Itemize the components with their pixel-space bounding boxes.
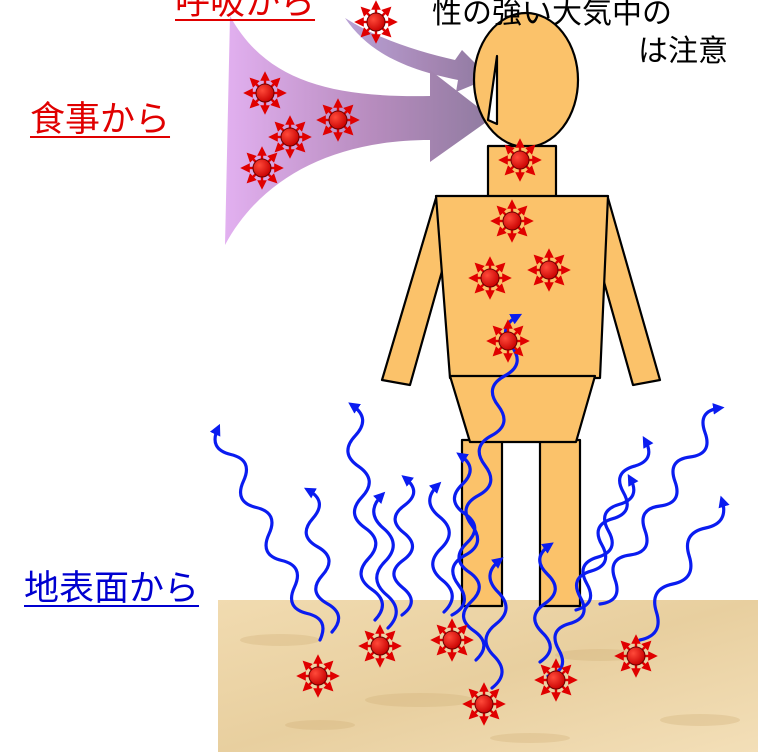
note-line-1: 性の強い大気中の (432, 0, 672, 32)
radioactive-particle (248, 76, 282, 110)
radioactive-particle (359, 5, 393, 39)
ground-ray (394, 478, 414, 615)
radioactive-particle (435, 623, 469, 657)
ground-surface (218, 600, 758, 752)
radioactive-particle (467, 687, 501, 721)
radioactive-particle (491, 324, 525, 358)
torso (436, 196, 608, 378)
right-leg (540, 440, 580, 606)
radioactive-particle (532, 253, 566, 287)
radioactive-particle (321, 103, 355, 137)
label-from-breath: 呼吸から (175, 0, 315, 25)
label-from-food: 食事から (30, 91, 170, 142)
ground-ray (430, 485, 452, 612)
note-line-2: は注意 (638, 26, 728, 70)
radioactive-particle (363, 629, 397, 663)
head (474, 13, 578, 147)
radioactive-particle (503, 143, 537, 177)
radioactive-particle (301, 659, 335, 693)
radioactive-particle (245, 151, 279, 185)
radioactive-particle (473, 261, 507, 295)
radioactive-particle (273, 120, 307, 154)
waist (450, 376, 595, 442)
label-from-ground: 地表面から (24, 560, 199, 611)
radioactive-particle (619, 639, 653, 673)
radioactive-particle (539, 663, 573, 697)
radioactive-particle (495, 204, 529, 238)
ground-ray (348, 405, 383, 620)
